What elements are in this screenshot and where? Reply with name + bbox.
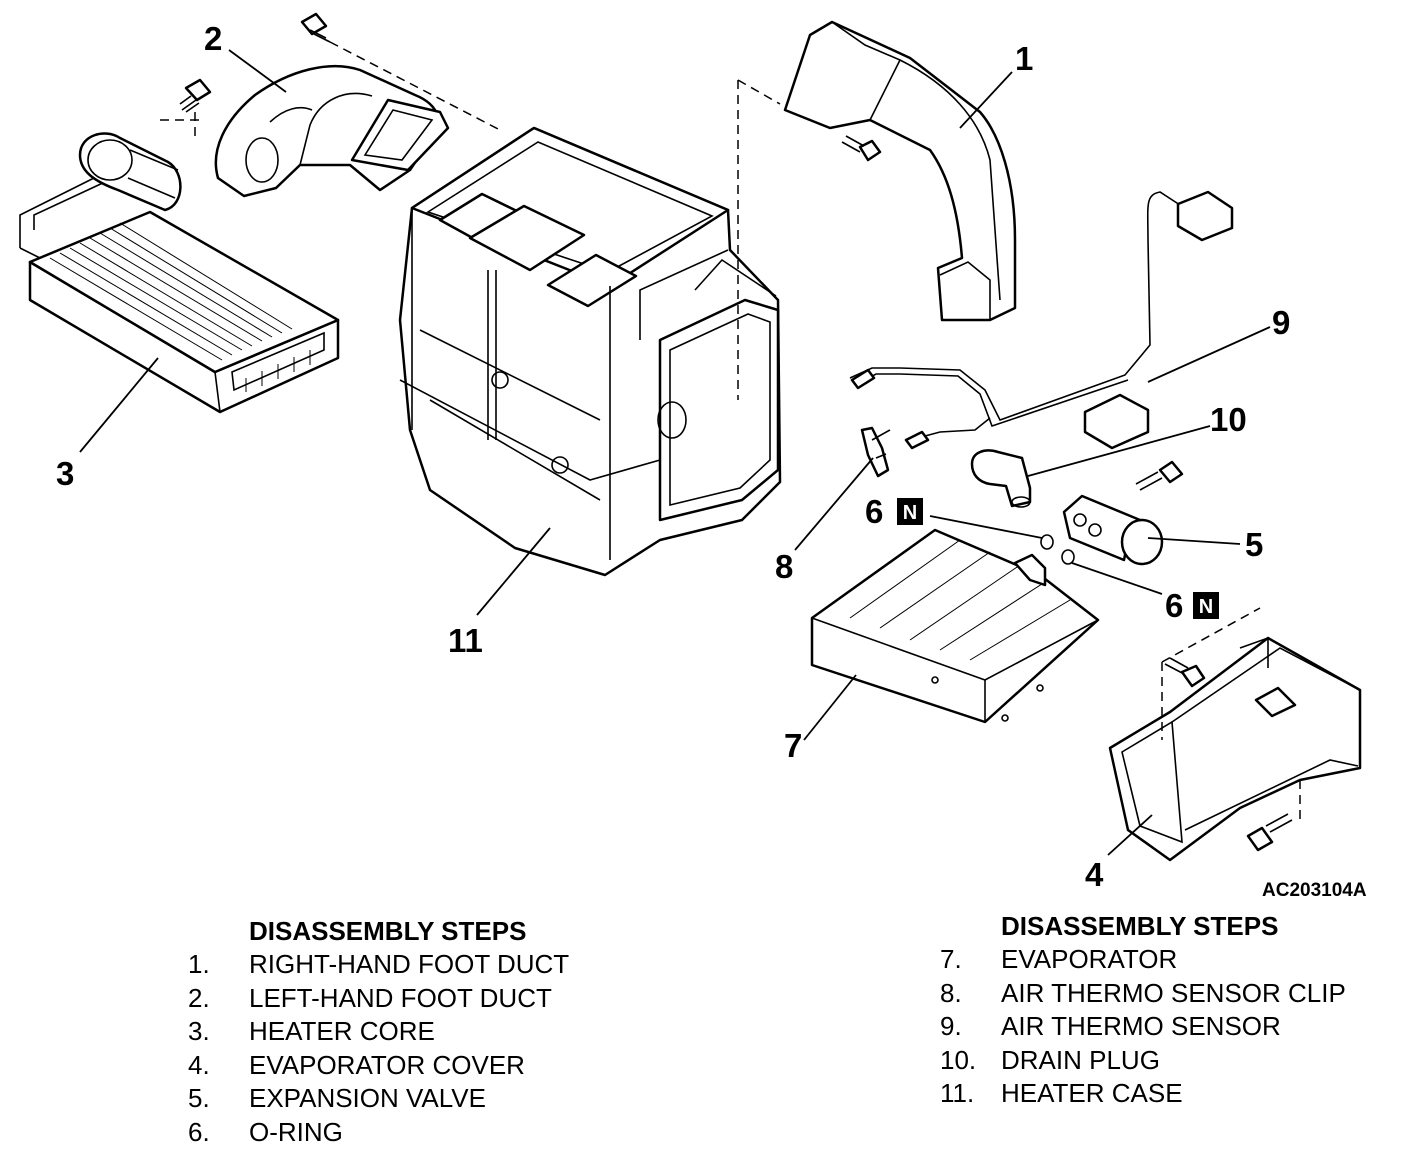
new-part-badge-icon: N <box>897 498 923 525</box>
callout-3: 3 <box>56 455 74 492</box>
screw-icon <box>1246 813 1293 852</box>
new-part-badge-icon: N <box>1193 592 1219 619</box>
air-thermo-sensor <box>849 190 1234 450</box>
step-number: 9. <box>940 1011 962 1041</box>
steps-heading: DISASSEMBLY STEPS <box>249 916 527 946</box>
step-row: 6. O-RING <box>188 1116 569 1150</box>
screw-icon <box>300 12 331 43</box>
callout-8: 8 <box>775 548 793 585</box>
expansion-valve <box>1062 494 1164 566</box>
step-number: 2. <box>188 982 210 1013</box>
step-number: 6. <box>188 1116 210 1147</box>
screw-icon <box>841 135 882 162</box>
step-number: 8. <box>940 977 962 1008</box>
steps-heading: DISASSEMBLY STEPS <box>1001 911 1279 941</box>
step-label: EXPANSION VALVE <box>249 1083 486 1113</box>
step-label: EVAPORATOR <box>1001 944 1178 974</box>
steps-list-right: DISASSEMBLY STEPS 7. EVAPORATOR 8. AIR THE… <box>940 909 1346 1111</box>
step-number: 1. <box>188 949 210 979</box>
callout-10: 10 <box>1210 401 1247 438</box>
figure-id: AC203104A <box>1262 880 1367 901</box>
leader-lines <box>79 49 1271 856</box>
step-label: RIGHT-HAND FOOT DUCT <box>249 949 570 979</box>
callout-7: 7 <box>784 727 802 764</box>
steps-list-left: DISASSEMBLY STEPS 1. RIGHT-HAND FOOT DUCT… <box>188 914 569 1149</box>
exploded-diagram: 1 2 3 4 5 6 6 7 8 9 10 11 N N <box>19 12 1362 893</box>
callout-9: 9 <box>1272 304 1290 341</box>
svg-text:N: N <box>1199 596 1213 618</box>
step-row: 11. HEATER CASE <box>940 1077 1346 1111</box>
screw-icon <box>1164 657 1206 688</box>
callout-11: 11 <box>448 622 483 659</box>
step-label: AIR THERMO SENSOR CLIP <box>1001 977 1346 1008</box>
step-label: DRAIN PLUG <box>1001 1044 1160 1075</box>
callout-1: 1 <box>1015 40 1033 77</box>
air-thermo-sensor-clip <box>860 426 891 478</box>
callout-2: 2 <box>204 20 222 57</box>
evaporator-cover <box>1108 636 1362 862</box>
callout-4: 4 <box>1085 856 1104 893</box>
svg-text:N: N <box>903 502 917 524</box>
step-number: 7. <box>940 944 962 974</box>
step-label: LEFT-HAND FOOT DUCT <box>249 982 552 1013</box>
step-row: 4. EVAPORATOR COVER <box>188 1049 569 1083</box>
step-row: 3. HEATER CORE <box>188 1015 569 1049</box>
step-label: EVAPORATOR COVER <box>249 1049 525 1080</box>
step-row: 10. DRAIN PLUG <box>940 1044 1346 1078</box>
drain-plug <box>970 449 1032 508</box>
step-number: 4. <box>188 1049 210 1080</box>
step-row: 8. AIR THERMO SENSOR CLIP <box>940 977 1346 1011</box>
callout-5: 5 <box>1245 526 1263 563</box>
heater-core <box>19 132 340 414</box>
screw-icon <box>1135 460 1184 491</box>
screw-icon <box>179 78 212 113</box>
callout-6-top: 6 <box>865 493 883 530</box>
callout-6-bottom: 6 <box>1165 587 1183 624</box>
right-hand-foot-duct <box>783 20 1017 322</box>
step-label: HEATER CORE <box>249 1016 435 1046</box>
step-row: 1. RIGHT-HAND FOOT DUCT <box>188 948 569 982</box>
step-label: O-RING <box>249 1116 343 1147</box>
step-row: 5. EXPANSION VALVE <box>188 1082 569 1116</box>
evaporator <box>810 528 1100 724</box>
o-ring <box>1040 534 1075 565</box>
step-label: HEATER CASE <box>1001 1078 1183 1108</box>
step-number: 5. <box>188 1083 210 1113</box>
step-label: AIR THERMO SENSOR <box>1001 1011 1281 1041</box>
step-row: 9. AIR THERMO SENSOR <box>940 1010 1346 1044</box>
step-number: 10. <box>940 1044 977 1075</box>
step-row: 2. LEFT-HAND FOOT DUCT <box>188 982 569 1016</box>
step-number: 3. <box>188 1016 210 1046</box>
step-number: 11. <box>940 1078 975 1108</box>
step-row: 7. EVAPORATOR <box>940 943 1346 977</box>
heater-case <box>398 126 782 577</box>
left-hand-foot-duct <box>214 64 450 198</box>
